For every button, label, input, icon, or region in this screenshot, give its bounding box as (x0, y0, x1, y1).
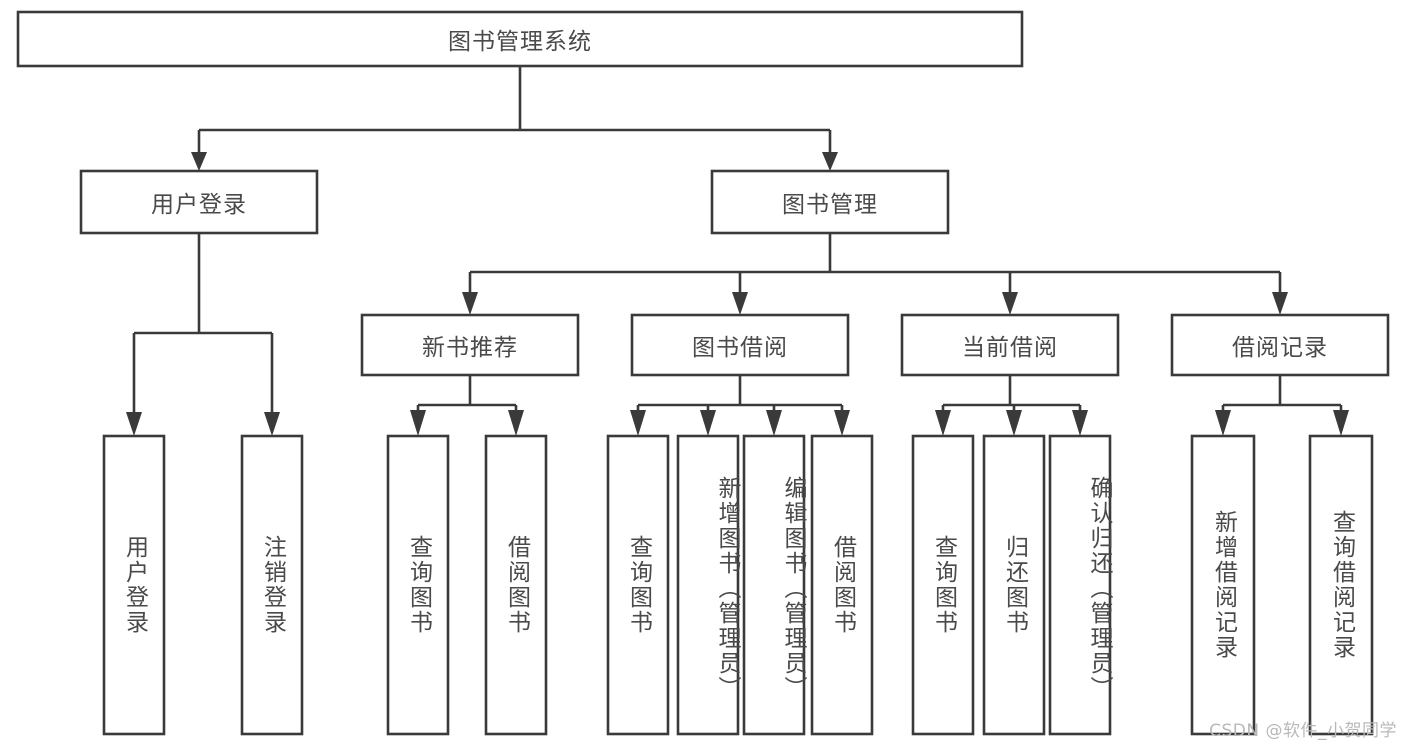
node-box-level2-0[interactable] (79, 169, 319, 235)
arrow-head-icon (508, 410, 524, 436)
arrow-head-icon (410, 410, 426, 436)
arrow-head-icon (822, 152, 838, 171)
arrow-head-icon (700, 410, 716, 436)
node-box-root[interactable] (16, 10, 1024, 68)
arrow-head-icon (1333, 410, 1349, 436)
arrow-head-icon (1072, 410, 1088, 436)
node-layer (16, 10, 1390, 736)
arrow-head-icon (1272, 292, 1288, 315)
leaf-box-12[interactable] (1308, 434, 1374, 736)
arrow-head-icon (462, 292, 478, 315)
node-box-level3-1[interactable] (630, 313, 850, 377)
arrow-head-icon (1006, 410, 1022, 436)
leaf-box-2[interactable] (386, 434, 450, 736)
leaf-box-10[interactable] (1048, 434, 1112, 736)
connector-layer (126, 66, 1349, 436)
leaf-box-11[interactable] (1190, 434, 1256, 736)
node-box-level3-3[interactable] (1170, 313, 1390, 377)
leaf-box-1[interactable] (240, 434, 304, 736)
leaf-box-0[interactable] (102, 434, 166, 736)
node-box-level2-1[interactable] (710, 169, 950, 235)
watermark: CSDN @软件_小贺同学 (1209, 721, 1397, 741)
arrow-head-icon (1215, 410, 1231, 436)
arrow-head-icon (191, 152, 207, 171)
arrow-head-icon (732, 292, 748, 315)
leaf-box-4[interactable] (606, 434, 670, 736)
leaf-box-3[interactable] (484, 434, 548, 736)
arrow-head-icon (264, 412, 280, 436)
arrow-head-icon (766, 410, 782, 436)
leaf-box-6[interactable] (742, 434, 806, 736)
arrow-head-icon (935, 410, 951, 436)
arrow-head-icon (630, 410, 646, 436)
arrow-head-icon (1002, 292, 1018, 315)
node-box-level3-0[interactable] (360, 313, 580, 377)
leaf-box-8[interactable] (911, 434, 975, 736)
arrow-head-icon (834, 410, 850, 436)
leaf-box-5[interactable] (676, 434, 740, 736)
leaf-box-9[interactable] (982, 434, 1046, 736)
node-box-level3-2[interactable] (900, 313, 1120, 377)
leaf-box-7[interactable] (810, 434, 874, 736)
arrow-head-icon (126, 412, 142, 436)
